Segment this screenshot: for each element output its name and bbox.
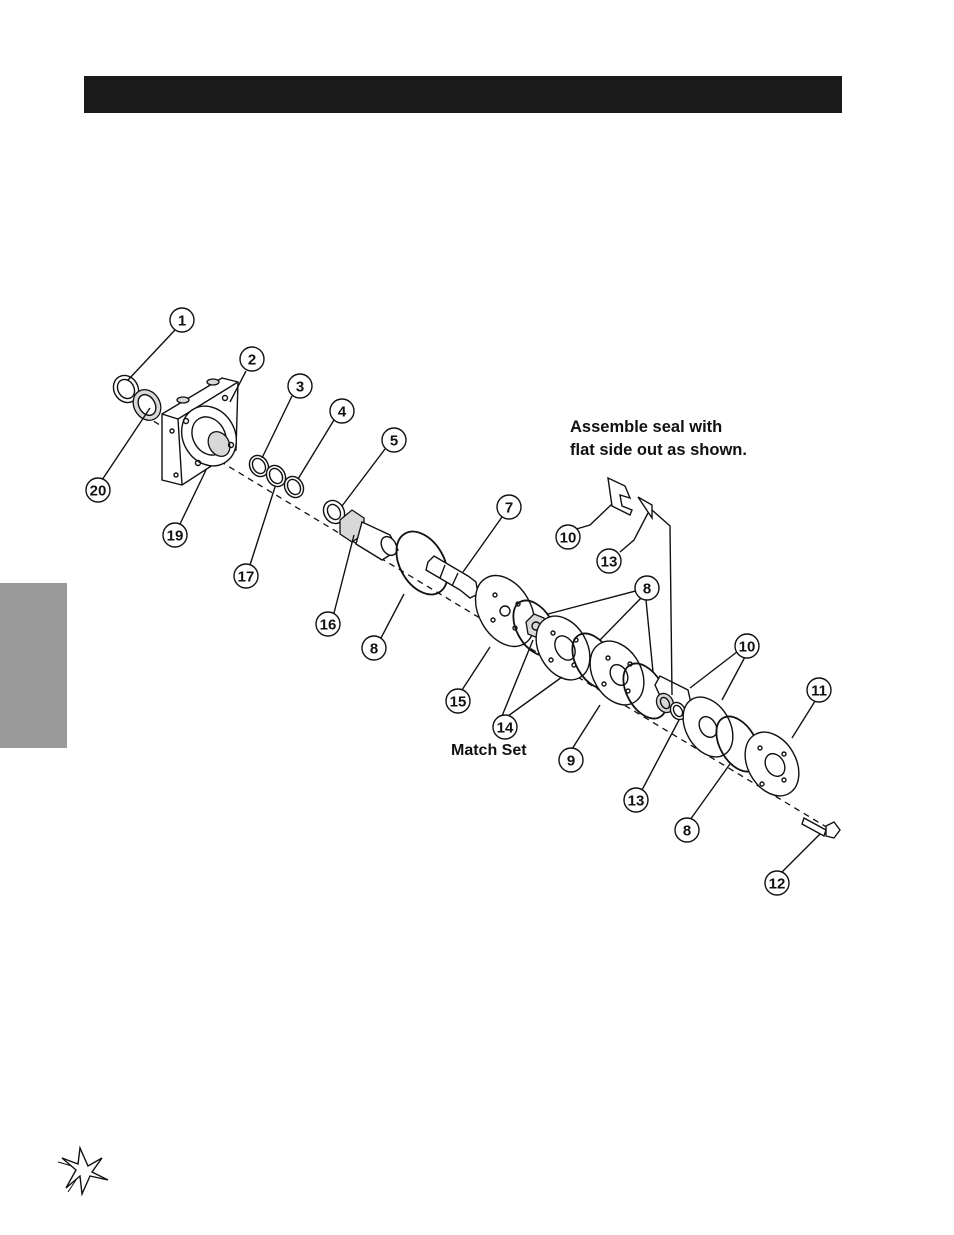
callout-13-label: 13 [628,793,645,810]
callout-1: 1 [169,307,195,333]
callout-8-bottom-label: 8 [683,823,691,840]
callout-10-detail: 10 [555,524,581,550]
callout-16: 16 [315,611,341,637]
callout-13: 13 [623,787,649,813]
seal-note-line-1: Assemble seal with [570,418,722,436]
callout-16-label: 16 [320,617,337,634]
seal-detail-10 [607,476,653,521]
callout-4-label: 4 [338,404,347,421]
callout-1-label: 1 [178,313,186,330]
part-12-bolt [801,816,841,839]
callout-11-label: 11 [811,683,827,700]
star-burst-logo-icon [57,1145,109,1197]
part-20-seal [132,389,162,421]
part-14-gear-plate [535,615,591,681]
callout-20-label: 20 [90,483,107,500]
callout-19: 19 [162,522,188,548]
part-15-plate [474,574,536,648]
part-17-ring [265,464,287,488]
match-set-label: Match Set [451,742,527,759]
header-bar [84,76,842,113]
callout-11: 11 [806,677,832,703]
seal-detail-connector [651,509,673,696]
part-16-shaft-fitting [339,509,399,561]
callout-10: 10 [734,633,760,659]
part-8-oring-large [395,530,449,596]
part-5-washer [322,499,346,525]
part-2-housing [161,377,239,486]
callout-3-label: 3 [296,379,304,396]
callout-19-label: 19 [167,528,184,545]
callout-2-label: 2 [248,352,256,369]
callout-17: 17 [233,563,259,589]
callout-17-label: 17 [238,569,255,586]
callout-5: 5 [381,427,407,453]
callout-20: 20 [85,477,111,503]
callout-2: 2 [239,346,265,372]
callout-15: 15 [445,688,471,714]
callout-7-label: 7 [505,500,513,517]
callout-8-left: 8 [361,635,387,661]
callout-3: 3 [287,373,313,399]
callout-8-left-label: 8 [370,641,378,658]
callout-7: 7 [496,494,522,520]
callout-14: 14 [492,714,518,740]
callout-12: 12 [764,870,790,896]
callout-10-label: 10 [739,639,756,656]
callout-8-top: 8 [634,575,660,601]
callout-8-bottom: 8 [674,817,700,843]
callout-4: 4 [329,398,355,424]
callout-13-detail-label: 13 [601,554,618,571]
callout-5-label: 5 [390,433,398,450]
part-11-end-cap [744,731,800,797]
callout-12-label: 12 [769,876,786,893]
callout-10-detail-label: 10 [560,530,577,547]
part-3-ring [248,454,270,478]
callout-15-label: 15 [450,694,467,711]
callout-13-detail: 13 [596,548,622,574]
side-section-tab [0,583,67,748]
callout-8-top-label: 8 [643,581,651,598]
part-9-plate [589,640,645,706]
callout-9: 9 [558,747,584,773]
callout-9-label: 9 [567,753,575,770]
part-4-ring [283,475,305,499]
callout-14-label: 14 [497,720,514,737]
seal-note-line-2: flat side out as shown. [570,441,747,459]
